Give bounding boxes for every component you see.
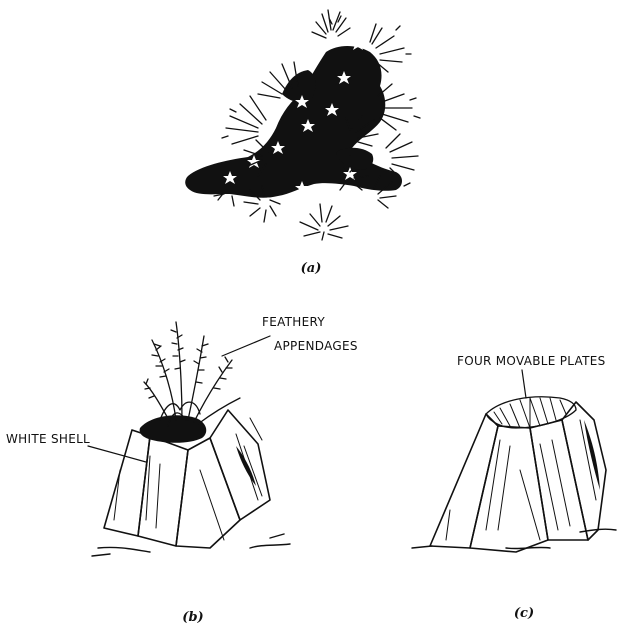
- caption-a: (a): [301, 261, 322, 276]
- colony-body: [185, 46, 402, 198]
- closed-plate-left: [430, 414, 498, 548]
- barnacle-open-illustration: [88, 322, 290, 556]
- shell-plate-right: [210, 410, 270, 520]
- caption-c: (c): [514, 606, 534, 621]
- label-appendages: APPENDAGES: [274, 339, 358, 353]
- leader-movable-plates: [522, 370, 526, 398]
- barnacle-closed-illustration: [412, 370, 616, 552]
- coral-colony-illustration: [185, 10, 420, 240]
- label-white-shell: WHITE SHELL: [6, 432, 90, 446]
- leader-feathery: [222, 336, 270, 356]
- closed-plate-front: [470, 426, 548, 552]
- closed-plate-mid: [530, 420, 588, 540]
- feathery-appendages: [144, 322, 240, 426]
- shell-plate-left: [104, 430, 150, 536]
- leader-white-shell: [88, 446, 146, 462]
- caption-b: (b): [182, 610, 203, 625]
- label-four-movable-plates: FOUR MOVABLE PLATES: [457, 354, 606, 368]
- shell-opening: [140, 415, 207, 443]
- label-feathery: FEATHERY: [262, 315, 325, 329]
- shell-plate-front: [138, 436, 188, 546]
